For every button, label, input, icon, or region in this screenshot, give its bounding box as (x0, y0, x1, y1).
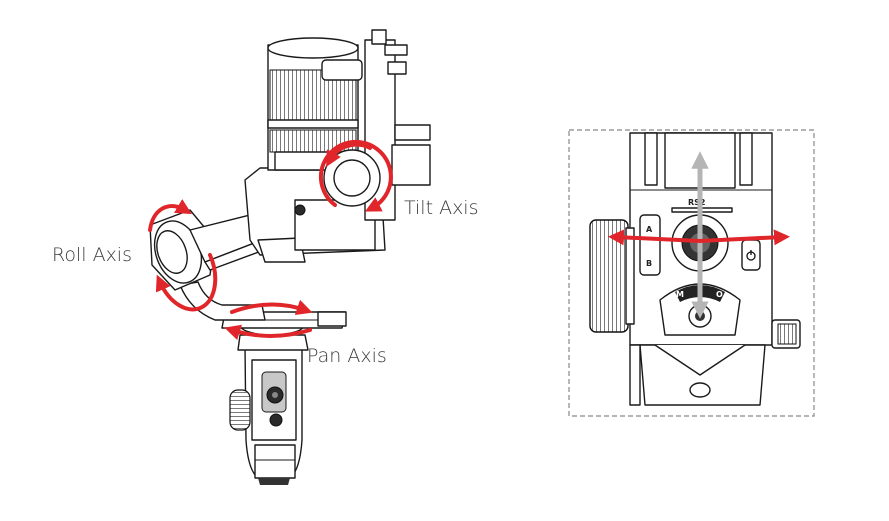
control-panel-inset: A B RS2 M O (568, 129, 815, 417)
focus-wheel-icon (229, 389, 251, 431)
pan-axis-label: Pan Axis (307, 345, 387, 367)
gimbal-handle (229, 344, 303, 485)
joystick-left-arrow (608, 229, 701, 246)
tilt-rotation-arrow (318, 139, 393, 212)
joystick-right-arrow (699, 229, 790, 246)
mode-b-label: B (646, 259, 652, 268)
power-icon (746, 250, 756, 261)
gimbal-illustration: Tilt Axis Roll Axis Pan Axis (52, 29, 479, 485)
switch-m-label: M (676, 290, 684, 299)
tilt-motor (321, 29, 431, 221)
tilt-axis-label: Tilt Axis (404, 197, 479, 219)
roll-arm (179, 281, 266, 321)
switch-o-label: O (716, 290, 723, 299)
mode-a-label: A (646, 225, 653, 234)
roll-rotation-arrow (148, 199, 218, 312)
brand-label: RS2 (688, 198, 706, 207)
pan-rotation-arrow (224, 299, 313, 341)
camera-lens (267, 37, 359, 171)
roll-axis-label: Roll Axis (52, 244, 132, 266)
